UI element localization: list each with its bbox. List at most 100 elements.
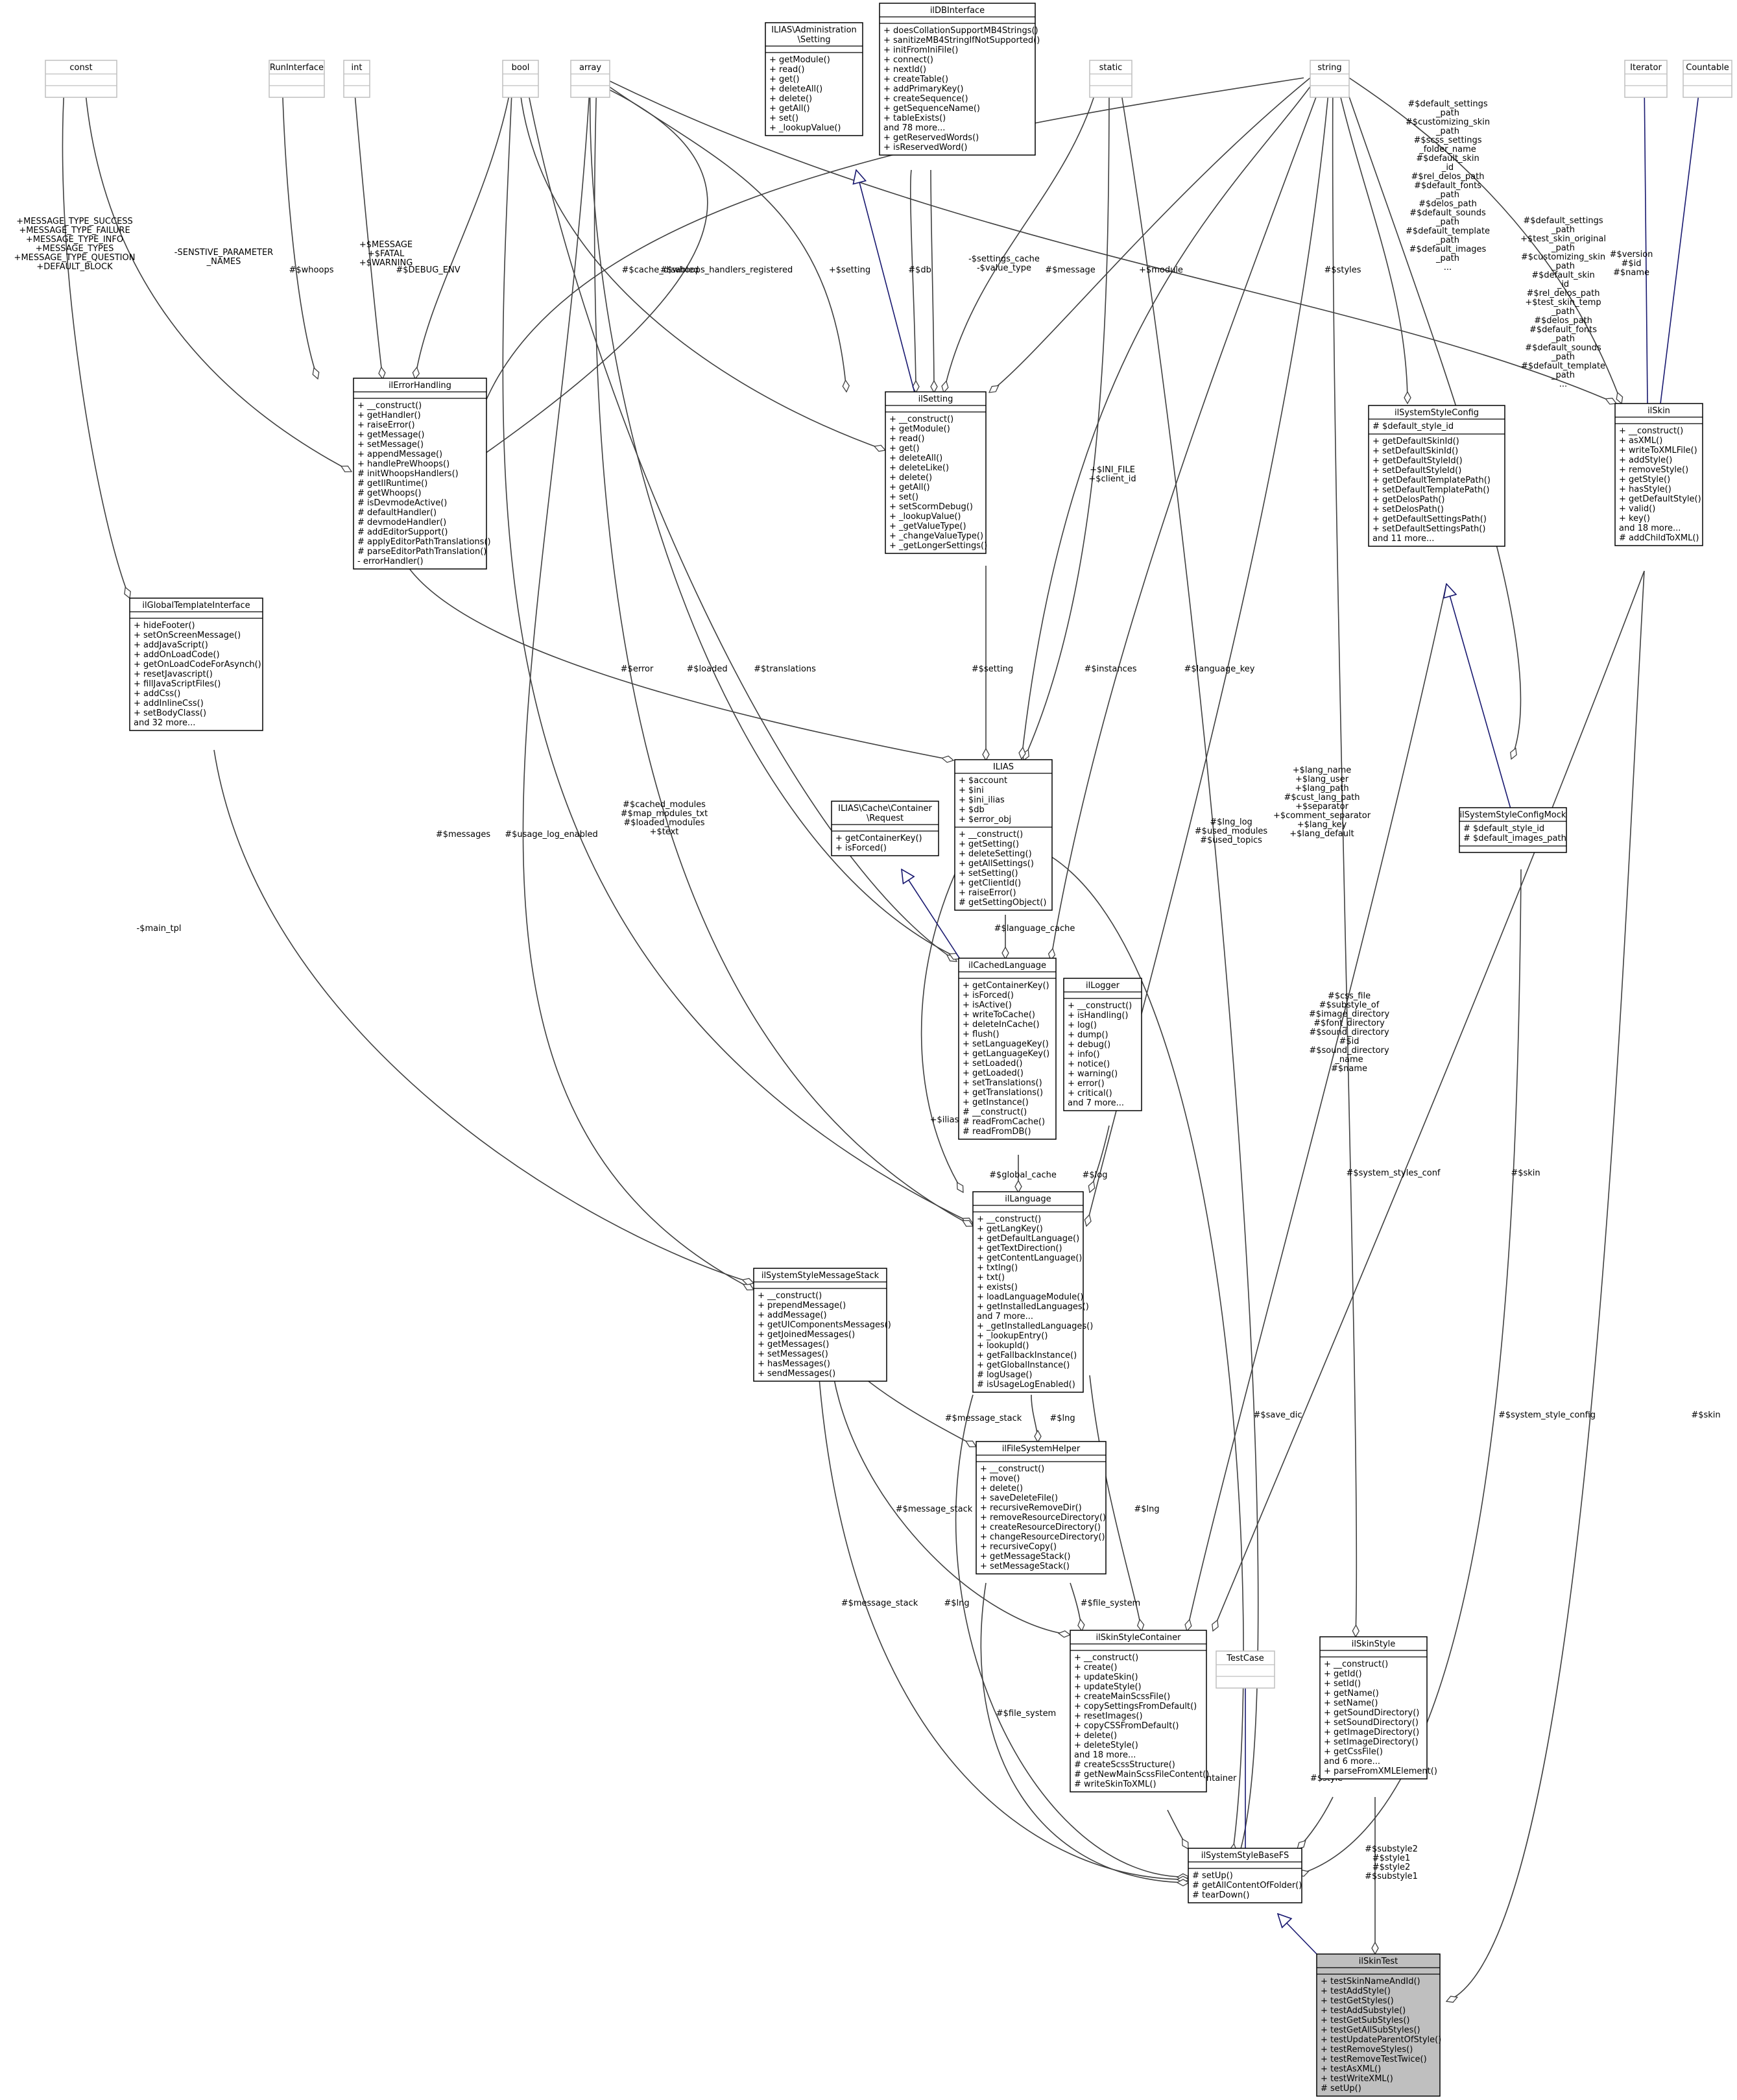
class-method: + testUpdateParentOfStyle()	[1321, 2035, 1441, 2045]
edge-label: _NAMES	[206, 257, 241, 267]
class-illanguage[interactable]: ilLanguage+ __construct()+ getLangKey()+…	[972, 1191, 1093, 1393]
class-ilskin[interactable]: ilSkin+ __construct()+ asXML()+ writeToX…	[1614, 403, 1703, 546]
edge-const-globaltemplate	[62, 77, 130, 598]
edge-label: _path	[1435, 108, 1459, 118]
class-method: + getJoinedMessages()	[758, 1330, 855, 1340]
edge-label: #$db	[908, 265, 931, 275]
class-ilcachedlanguage[interactable]: ilCachedLanguage+ getContainerKey()+ isF…	[958, 958, 1057, 1140]
edge-label: _id	[1557, 280, 1569, 289]
class-array[interactable]: array	[570, 60, 610, 98]
class-method: + saveDeleteFile()	[980, 1493, 1058, 1503]
edge-label: _path	[1435, 127, 1459, 136]
class-box-ilerrorhandling	[353, 378, 487, 570]
class-ilskinstyle[interactable]: ilSkinStyle+ __construct()+ getId()+ set…	[1319, 1636, 1437, 1780]
edge-label: #$css_file	[1328, 991, 1371, 1001]
class-title: ilSkinTest	[1359, 1957, 1398, 1966]
edge-int-errorhandling	[353, 77, 383, 379]
class-method: # logUsage()	[977, 1370, 1033, 1380]
class-method: + getHandler()	[357, 411, 421, 420]
class-method: + setLoaded()	[963, 1059, 1022, 1068]
class-method: + appendMessage()	[357, 450, 442, 459]
class-cacherequest[interactable]: ILIAS\Cache\Container\Request+ getContai…	[831, 801, 939, 856]
class-method: # getNewMainScssFileContent()	[1074, 1770, 1209, 1780]
class-illogger[interactable]: ilLogger+ __construct()+ isHandling()+ l…	[1063, 978, 1142, 1111]
class-method: # addEditorSupport()	[357, 527, 448, 537]
class-method: # initWhoopsHandlers()	[357, 469, 459, 479]
class-ilsystemstylemessagestack[interactable]: ilSystemStyleMessageStack+ __construct()…	[753, 1268, 891, 1382]
class-method: and 7 more...	[1068, 1098, 1124, 1108]
class-method: + create()	[1074, 1663, 1117, 1672]
edge-label: _folder_name	[1419, 145, 1476, 154]
class-title: ilSystemStyleMessageStack	[761, 1271, 880, 1281]
edge-skinstyle-basefs	[1297, 1796, 1334, 1849]
class-ilsystemstylebasefs[interactable]: ilSystemStyleBaseFS# setUp()# getAllCont…	[1188, 1848, 1302, 1903]
class-method: + writeToCache()	[963, 1010, 1035, 1020]
edge-label: -$settings_cache	[968, 254, 1040, 264]
class-iterator[interactable]: Iterator	[1624, 60, 1668, 98]
class-testcase[interactable]: TestCase	[1216, 1650, 1275, 1689]
class-method: + setMessage()	[357, 440, 424, 450]
class-string[interactable]: string	[1310, 60, 1350, 98]
class-ilfilesystemhelper[interactable]: ilFileSystemHelper+ __construct()+ move(…	[976, 1441, 1107, 1575]
edge-label: #$whoops	[289, 265, 334, 275]
edge-label: _path	[1435, 217, 1459, 227]
class-const[interactable]: const	[45, 60, 117, 98]
class-method: + get()	[769, 75, 800, 84]
class-ilias[interactable]: ILIAS+ $account+ $ini+ $ini_ilias+ $db+ …	[954, 759, 1053, 911]
class-box-cacherequest	[831, 801, 939, 856]
edge-bool-errorhandling	[415, 77, 513, 379]
edge-label: -$main_tpl	[137, 924, 182, 934]
class-static[interactable]: static	[1089, 60, 1132, 98]
edge-static-basefs	[1118, 77, 1259, 1872]
class-method: + getDefaultStyle()	[1619, 494, 1701, 504]
class-method: + log()	[1068, 1020, 1097, 1030]
class-method: + copyCSSFromDefault()	[1074, 1721, 1179, 1731]
class-method: + __construct()	[1074, 1653, 1138, 1663]
edge-label: #$loaded	[686, 664, 727, 674]
class-ilsetting[interactable]: ilSetting+ __construct()+ getModule()+ r…	[885, 391, 987, 554]
class-method: + getSetting()	[959, 839, 1019, 849]
class-ilglobaltemplateinterface[interactable]: ilGlobalTemplateInterface+ hideFooter()+…	[129, 597, 263, 731]
class-method: + getDefaultSkinId()	[1372, 437, 1459, 446]
class-ilerrorhandling[interactable]: ilErrorHandling+ __construct()+ getHandl…	[353, 378, 491, 570]
edge-db-ilsetting	[930, 169, 934, 392]
class-method: and 18 more...	[1619, 524, 1681, 533]
class-ilsystemstyleconfig[interactable]: ilSystemStyleConfig# $default_style_id+ …	[1368, 405, 1505, 547]
class-adminsetting[interactable]: ILIAS\Administration\Setting+ getModule(…	[765, 22, 863, 136]
edge-label: #$delos_path	[1534, 316, 1592, 326]
edge-label: _path	[1551, 243, 1575, 253]
class-title: ilLogger	[1086, 981, 1120, 991]
class-method: + raiseError()	[357, 420, 415, 430]
class-runinterface[interactable]: RunInterface	[269, 60, 325, 98]
edge-ilias-basefs	[1050, 856, 1244, 1855]
class-method: + isActive()	[963, 1000, 1012, 1010]
class-ilskintest[interactable]: ilSkinTest+ testSkinNameAndId()+ testAdd…	[1316, 1953, 1441, 2097]
class-attribute: + $account	[959, 776, 1007, 786]
edge-label: #$default_template	[1406, 226, 1490, 236]
edge-label: _path	[1551, 225, 1575, 235]
edge-label: #$cache_disabled	[622, 265, 699, 275]
class-method: and 6 more...	[1324, 1757, 1380, 1767]
class-ildbinterface[interactable]: ilDBInterface+ doesCollationSupportMB4St…	[879, 3, 1040, 156]
class-method: + _lookupValue()	[769, 123, 841, 133]
class-title: ilErrorHandling	[389, 381, 451, 391]
class-box-static	[1089, 60, 1132, 98]
edge-label: +$WARNING	[359, 258, 413, 268]
class-title: RunInterface	[270, 63, 324, 73]
edge-label: #$lng	[944, 1599, 969, 1608]
class-int[interactable]: int	[343, 60, 370, 98]
class-countable[interactable]: Countable	[1683, 60, 1732, 98]
class-bool[interactable]: bool	[502, 60, 539, 98]
edge-label: #$scss_settings	[1414, 136, 1482, 145]
class-method: + testSkinNameAndId()	[1321, 1977, 1420, 1986]
edge-config-container	[1187, 583, 1447, 1631]
edge-container-basefs	[1167, 1809, 1188, 1849]
class-attribute: # $default_style_id	[1463, 824, 1544, 834]
class-method: + resetJavascript()	[134, 670, 213, 679]
class-ilskinstylecontainer[interactable]: ilSkinStyleContainer+ __construct()+ cre…	[1070, 1630, 1209, 1792]
class-ilsystemstyleconfigmock[interactable]: ilSystemStyleConfigMock# $default_style_…	[1459, 807, 1567, 853]
class-method: + setDefaultSkinId()	[1372, 446, 1458, 456]
class-box-ilskintest	[1316, 1953, 1441, 2097]
class-method: and 18 more...	[1074, 1750, 1136, 1760]
